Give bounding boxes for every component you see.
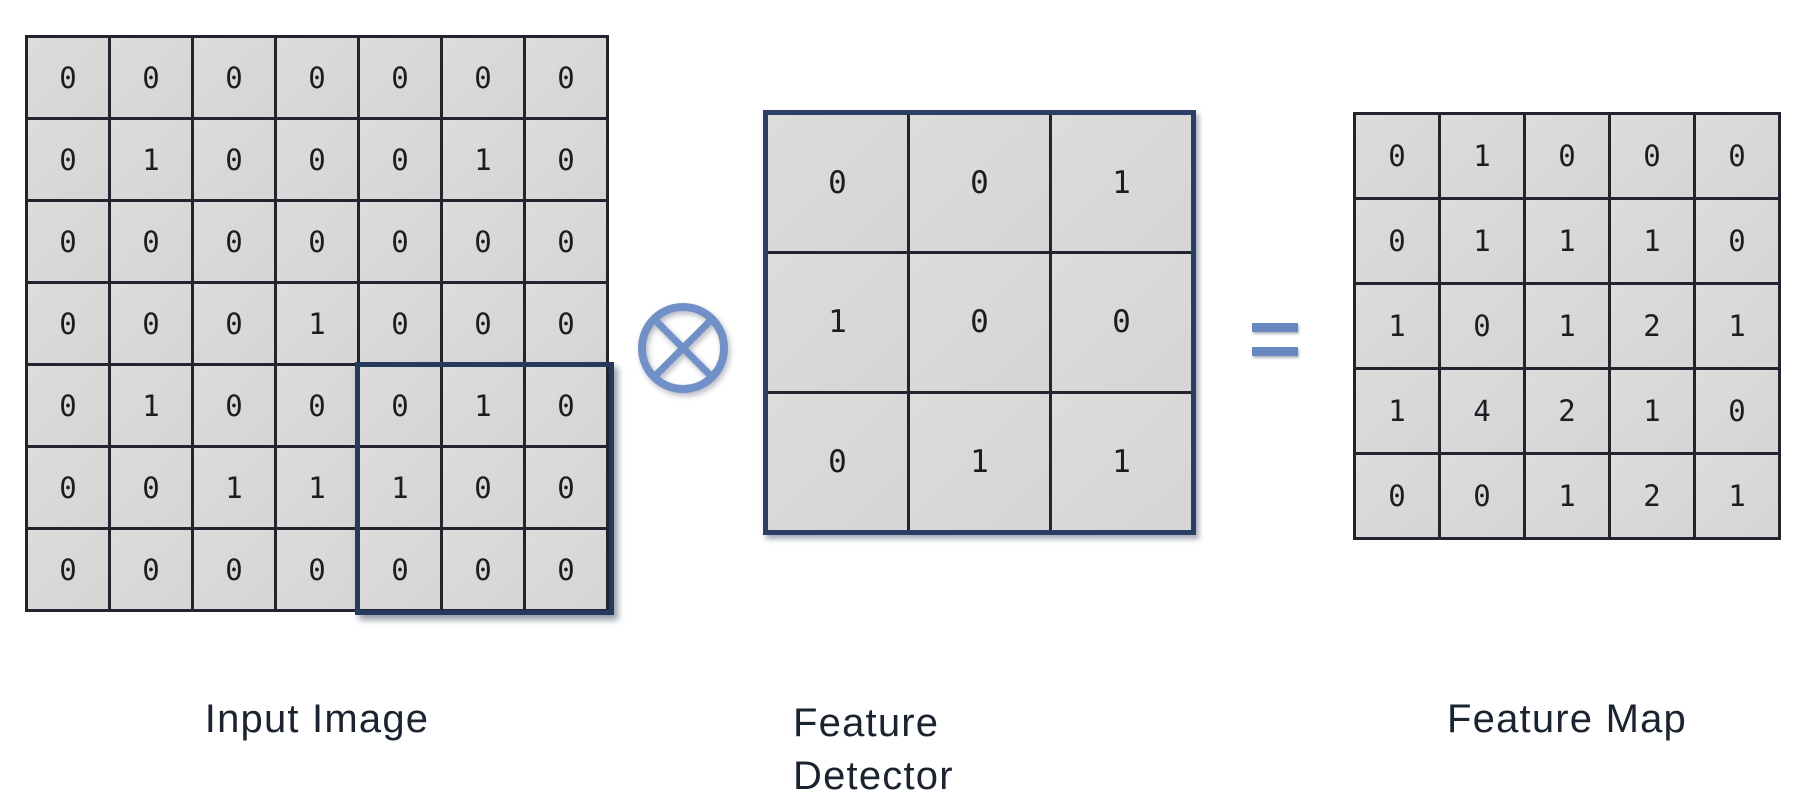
grid-cell: 4 <box>1441 370 1523 452</box>
grid-cell: 0 <box>277 530 357 609</box>
grid-cell: 0 <box>1696 200 1778 282</box>
grid-cell: 0 <box>526 202 606 281</box>
grid-cell: 1 <box>1526 455 1608 537</box>
grid-cell: 1 <box>194 448 274 527</box>
grid-cell: 0 <box>28 530 108 609</box>
grid-cell: 0 <box>526 284 606 363</box>
grid-cell: 0 <box>28 38 108 117</box>
grid-cell: 2 <box>1611 455 1693 537</box>
grid-cell: 1 <box>1611 200 1693 282</box>
grid-cell: 1 <box>111 366 191 445</box>
grid-cell: 0 <box>194 38 274 117</box>
grid-cell: 1 <box>277 448 357 527</box>
grid-cell: 2 <box>1611 285 1693 367</box>
feature-detector-label-line1: Feature <box>793 701 940 745</box>
grid-cell: 0 <box>111 202 191 281</box>
grid-cell: 1 <box>1526 200 1608 282</box>
grid-cell: 0 <box>111 284 191 363</box>
grid-cell: 0 <box>360 120 440 199</box>
grid-cell: 1 <box>768 254 907 391</box>
grid-cell: 0 <box>443 530 523 609</box>
grid-cell: 0 <box>277 202 357 281</box>
grid-cell: 1 <box>111 120 191 199</box>
feature-map-label: Feature Map <box>1447 697 1687 741</box>
grid-cell: 0 <box>360 530 440 609</box>
grid-cell: 0 <box>194 366 274 445</box>
grid-cell: 1 <box>1356 370 1438 452</box>
grid-cell: 0 <box>111 530 191 609</box>
grid-cell: 0 <box>526 530 606 609</box>
grid-cell: 0 <box>1696 370 1778 452</box>
grid-cell: 0 <box>28 202 108 281</box>
grid-cell: 1 <box>1526 285 1608 367</box>
grid-cell: 0 <box>194 120 274 199</box>
grid-cell: 0 <box>194 202 274 281</box>
grid-cell: 1 <box>1441 115 1523 197</box>
grid-cell: 0 <box>1356 115 1438 197</box>
grid-cell: 0 <box>194 530 274 609</box>
grid-cell: 0 <box>360 202 440 281</box>
grid-cell: 0 <box>28 366 108 445</box>
grid-cell: 0 <box>360 366 440 445</box>
grid-cell: 0 <box>768 115 907 252</box>
grid-cell: 0 <box>1441 285 1523 367</box>
grid-cell: 0 <box>28 120 108 199</box>
equals-icon <box>1252 323 1298 356</box>
grid-cell: 0 <box>1356 455 1438 537</box>
grid-cell: 1 <box>277 284 357 363</box>
grid-cell: 0 <box>277 38 357 117</box>
grid-cell: 0 <box>443 202 523 281</box>
grid-cell: 0 <box>277 366 357 445</box>
grid-cell: 1 <box>1052 393 1191 530</box>
grid-cell: 0 <box>1052 254 1191 391</box>
grid-cell: 0 <box>360 38 440 117</box>
grid-cell: 1 <box>360 448 440 527</box>
grid-cell: 1 <box>1611 370 1693 452</box>
grid-cell: 0 <box>910 115 1049 252</box>
grid-cell: 0 <box>111 38 191 117</box>
grid-cell: 0 <box>443 38 523 117</box>
grid-cell: 1 <box>443 366 523 445</box>
grid-cell: 0 <box>111 448 191 527</box>
grid-cell: 0 <box>28 284 108 363</box>
grid-cell: 1 <box>1356 285 1438 367</box>
equals-bar-top <box>1252 323 1298 332</box>
grid-cell: 1 <box>1441 200 1523 282</box>
grid-cell: 0 <box>443 284 523 363</box>
grid-cell: 0 <box>526 120 606 199</box>
feature-detector-label: Feature Detector <box>793 697 954 803</box>
grid-cell: 0 <box>360 284 440 363</box>
grid-cell: 0 <box>1356 200 1438 282</box>
grid-cell: 0 <box>526 38 606 117</box>
grid-cell: 0 <box>768 393 907 530</box>
grid-cell: 0 <box>526 366 606 445</box>
grid-cell: 0 <box>1696 115 1778 197</box>
equals-bar-bottom <box>1252 347 1298 356</box>
grid-cell: 0 <box>443 448 523 527</box>
grid-cell: 0 <box>1526 115 1608 197</box>
circled-times-icon <box>638 303 728 393</box>
grid-cell: 1 <box>443 120 523 199</box>
grid-cell: 1 <box>1052 115 1191 252</box>
grid-cell: 1 <box>910 393 1049 530</box>
feature-detector-label-line2: Detector <box>793 754 954 798</box>
grid-cell: 2 <box>1526 370 1608 452</box>
grid-cell: 0 <box>277 120 357 199</box>
input-image-label: Input Image <box>204 697 430 741</box>
grid-cell: 0 <box>28 448 108 527</box>
grid-cell: 0 <box>1611 115 1693 197</box>
grid-cell: 0 <box>526 448 606 527</box>
grid-cell: 1 <box>1696 285 1778 367</box>
grid-cell: 0 <box>194 284 274 363</box>
grid-cell: 0 <box>910 254 1049 391</box>
grid-cell: 0 <box>1441 455 1523 537</box>
grid-cell: 1 <box>1696 455 1778 537</box>
